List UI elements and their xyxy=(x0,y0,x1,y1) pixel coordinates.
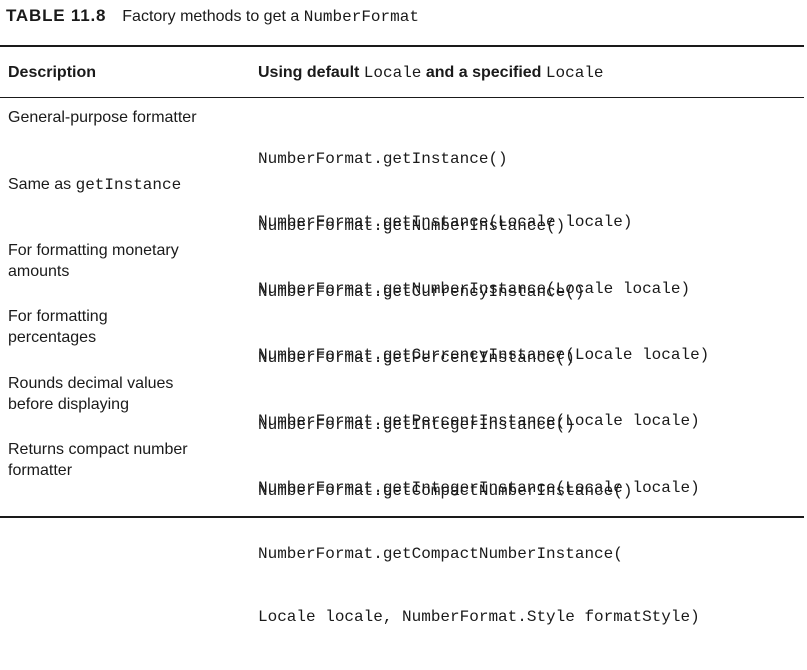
table-title: Factory methods to get a NumberFormat xyxy=(122,8,419,26)
row-description: Rounds decimal values before displaying xyxy=(8,373,238,415)
table-title-text: Factory methods to get a xyxy=(122,8,300,25)
method-line: NumberFormat.getCompactNumberInstance() xyxy=(258,482,633,500)
method-line: NumberFormat.getNumberInstance(Locale lo… xyxy=(258,280,691,298)
top-rule xyxy=(0,45,804,47)
header-usage-code-2: Locale xyxy=(545,64,604,82)
bottom-rule xyxy=(0,516,804,518)
table-number: TABLE 11.8 xyxy=(6,6,107,25)
method-line: NumberFormat.getCompactNumberInstance( xyxy=(258,545,623,563)
method-line: NumberFormat.getCurrencyInstance(Locale … xyxy=(258,346,710,364)
method-line: Locale locale, NumberFormat.Style format… xyxy=(258,608,700,626)
description-line: amounts xyxy=(8,263,70,280)
description-line: General-purpose formatter xyxy=(8,109,197,126)
description-line: Same as getInstance xyxy=(8,174,238,196)
row-description: General-purpose formatter xyxy=(8,107,238,128)
description-line: Rounds decimal values xyxy=(8,375,174,392)
method-line: NumberFormat.getIntegerInstance() xyxy=(258,416,575,434)
method-line: NumberFormat.getPercentInstance(Locale l… xyxy=(258,412,700,430)
method-line: NumberFormat.getPercentInstance() xyxy=(258,349,575,367)
header-usage-code-1: Locale xyxy=(363,64,422,82)
table-caption: TABLE 11.8 Factory methods to get a Numb… xyxy=(6,6,419,30)
row-methods: NumberFormat.getCompactNumberInstance() … xyxy=(258,439,700,670)
row-methods: NumberFormat.getPercentInstance() Number… xyxy=(258,306,700,474)
header-description: Description xyxy=(8,64,97,81)
description-code: getInstance xyxy=(75,176,182,194)
table-header: Description Using default Locale and a s… xyxy=(0,60,804,88)
row-methods: NumberFormat.getInstance() NumberFormat.… xyxy=(258,107,632,275)
description-text: Same as xyxy=(8,176,72,193)
row-description: For formatting percentages xyxy=(8,306,238,348)
row-description: Returns compact number formatter xyxy=(8,439,238,481)
description-line: formatter xyxy=(8,462,73,479)
row-methods: NumberFormat.getIntegerInstance() Number… xyxy=(258,373,700,541)
row-description: For formatting monetary amounts xyxy=(8,240,238,282)
header-usage-prefix: Using default xyxy=(258,64,360,81)
method-line: NumberFormat.getNumberInstance() xyxy=(258,217,566,235)
method-line: NumberFormat.getInstance(Locale locale) xyxy=(258,213,633,231)
header-usage-mid: and a specified xyxy=(425,64,542,81)
row-methods: NumberFormat.getNumberInstance() NumberF… xyxy=(258,174,690,342)
description-line: percentages xyxy=(8,329,97,346)
table-title-code: NumberFormat xyxy=(303,8,419,26)
method-line: NumberFormat.getIntegerInstance(Locale l… xyxy=(258,479,700,497)
method-line: NumberFormat.getInstance() xyxy=(258,150,508,168)
description-line: Returns compact number xyxy=(8,441,188,458)
row-description: Same as getInstance xyxy=(8,174,238,196)
header-usage: Using default Locale and a specified Loc… xyxy=(258,64,604,82)
description-line: For formatting xyxy=(8,308,108,325)
row-methods: NumberFormat.getCurrencyInstance() Numbe… xyxy=(258,240,709,408)
description-line: before displaying xyxy=(8,396,129,413)
method-line: NumberFormat.getCurrencyInstance() xyxy=(258,283,585,301)
description-line: For formatting monetary xyxy=(8,242,179,259)
header-rule xyxy=(0,97,804,98)
